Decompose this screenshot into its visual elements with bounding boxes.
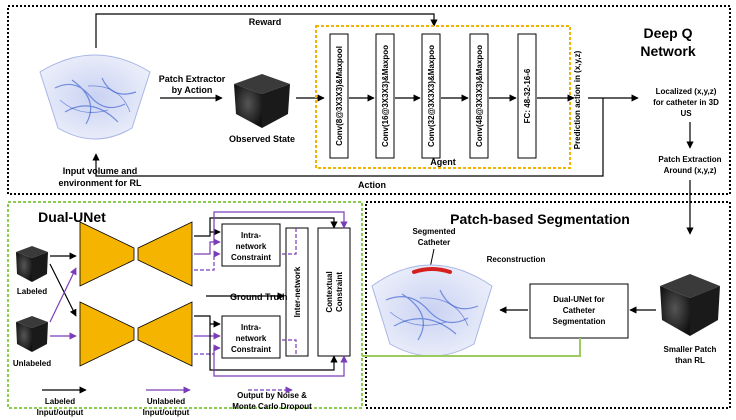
reward-label: Reward bbox=[249, 17, 282, 27]
intra-network-top-box bbox=[221, 223, 281, 267]
unlabeled-label: Unlabeled bbox=[13, 359, 51, 368]
top-unet-shape bbox=[79, 221, 193, 287]
top-unet-output-solid bbox=[194, 228, 221, 237]
dual-unet-box-line1: Dual-UNet for bbox=[553, 295, 605, 304]
cnn-layer-3: Conv(32@3X3X3)&Maxpoo bbox=[421, 33, 441, 159]
localized-line1: Localized (x,y,z) bbox=[656, 87, 717, 96]
bottom-dashed-to-inter bbox=[282, 339, 297, 356]
deep-q-section-border bbox=[7, 5, 731, 195]
input-volume-image bbox=[39, 54, 151, 140]
bottom-unet-output-solid bbox=[194, 315, 221, 328]
intra-bottom-line1: Intra- bbox=[241, 323, 261, 332]
bottom-unet-shape bbox=[79, 301, 193, 367]
ground-truth-label: Ground Truth bbox=[230, 292, 288, 302]
smaller-patch-line1: Smaller Patch bbox=[664, 345, 717, 354]
legend-unlabeled-line1: Unlabeled bbox=[147, 397, 185, 406]
legend-noise-line2: Monte Carlo Dropout bbox=[232, 402, 312, 411]
legend-unlabeled-line2: Input/output bbox=[143, 408, 190, 417]
bottom-purple-to-contextual bbox=[213, 348, 348, 377]
deep-q-title-line1: Deep Q bbox=[643, 25, 692, 41]
dual-unet-catheter-box bbox=[529, 283, 629, 339]
intra-top-line3: Constraint bbox=[231, 253, 271, 262]
labeled-input-cube bbox=[16, 246, 48, 282]
prediction-label: Prediction action in (x,y,z) bbox=[573, 50, 582, 149]
top-dashed-to-inter bbox=[282, 228, 297, 255]
smaller-patch-line2: than RL bbox=[675, 356, 705, 365]
bottom-to-contextual-line bbox=[209, 324, 338, 371]
patch-extraction-line2: Around (x,y,z) bbox=[664, 166, 717, 175]
cnn-layer-1-label: Conv(8@3X3X3)&Maxpool bbox=[335, 46, 344, 146]
observed-state-label: Observed State bbox=[229, 134, 295, 144]
cnn-layer-4: Conv(48@3X3X3)&Maxpoo bbox=[469, 33, 489, 159]
smaller-patch-cube bbox=[660, 274, 720, 336]
dual-unet-box-line3: Segmentation bbox=[553, 317, 606, 326]
bottom-unet-output-dashed bbox=[194, 344, 221, 355]
cnn-layer-2-label: Conv(16@3X3X3)&Maxpoo bbox=[381, 45, 390, 147]
agent-label: Agent bbox=[430, 157, 456, 167]
dual-unet-link-line bbox=[362, 338, 581, 357]
dual-unet-title: Dual-UNet bbox=[38, 209, 106, 225]
localized-line3: US bbox=[680, 109, 692, 118]
top-unet-output-dashed bbox=[194, 250, 221, 271]
intra-bottom-line2: network bbox=[236, 334, 267, 343]
segmented-line1: Segmented bbox=[412, 227, 455, 236]
top-unet-output-purple bbox=[194, 238, 221, 255]
patch-extractor-line2: by Action bbox=[172, 85, 213, 95]
labeled-label: Labeled bbox=[17, 287, 47, 296]
fc-layer-label: FC: 48-32-16-6 bbox=[523, 68, 532, 123]
unlabeled-to-top-unet-arrow bbox=[49, 267, 77, 323]
unlabeled-input-cube bbox=[16, 316, 48, 352]
patch-extraction-line1: Patch Extraction bbox=[658, 155, 721, 164]
legend-labeled-line2: Input/output bbox=[37, 408, 84, 417]
intra-top-line1: Intra- bbox=[241, 231, 261, 240]
fc-layer: FC: 48-32-16-6 bbox=[517, 33, 537, 159]
intra-bottom-line3: Constraint bbox=[231, 345, 271, 354]
cnn-layer-3-label: Conv(32@3X3X3)&Maxpoo bbox=[427, 45, 436, 147]
reward-arrow bbox=[95, 13, 438, 48]
segmented-line2: Catheter bbox=[418, 238, 450, 247]
catheter-segment bbox=[412, 267, 452, 274]
inter-network-label: Inter-network bbox=[293, 266, 302, 317]
labeled-to-bottom-unet-arrow bbox=[49, 263, 77, 317]
action-label: Action bbox=[358, 180, 386, 190]
segmentation-title: Patch-based Segmentation bbox=[450, 211, 630, 227]
observed-state-cube bbox=[234, 74, 290, 128]
input-caption-line2: environment for RL bbox=[58, 178, 142, 188]
dual-unet-section-border bbox=[7, 201, 363, 409]
contextual-line2: Constraint bbox=[335, 272, 344, 312]
legend-labeled-line1: Labeled bbox=[45, 397, 75, 406]
input-caption-line1: Input volume and bbox=[63, 166, 138, 176]
patch-extractor-line1: Patch Extractor bbox=[159, 74, 226, 84]
top-purple-to-contextual bbox=[213, 211, 348, 242]
cnn-layer-2: Conv(16@3X3X3)&Maxpoo bbox=[375, 33, 395, 159]
inter-network-box bbox=[285, 227, 309, 357]
legend-noise-line1: Output by Noise & bbox=[237, 391, 307, 400]
cnn-layer-1: Conv(8@3X3X3)&Maxpool bbox=[329, 33, 349, 159]
intra-top-line2: network bbox=[236, 242, 267, 251]
dual-unet-box-line2: Catheter bbox=[563, 306, 595, 315]
reconstruction-label: Reconstruction bbox=[487, 255, 546, 264]
cnn-layer-4-label: Conv(48@3X3X3)&Maxpoo bbox=[475, 45, 484, 147]
localized-line2: for catheter in 3D bbox=[653, 98, 719, 107]
segmented-volume-image bbox=[371, 264, 493, 357]
segmentation-section-border bbox=[365, 201, 731, 409]
contextual-constraint-box bbox=[317, 227, 351, 357]
intra-network-bottom-box bbox=[221, 315, 281, 359]
top-to-contextual-line bbox=[209, 217, 338, 232]
action-arrow bbox=[92, 98, 604, 177]
deep-q-title-line2: Network bbox=[640, 43, 695, 59]
contextual-line1: Contextual bbox=[325, 271, 334, 312]
